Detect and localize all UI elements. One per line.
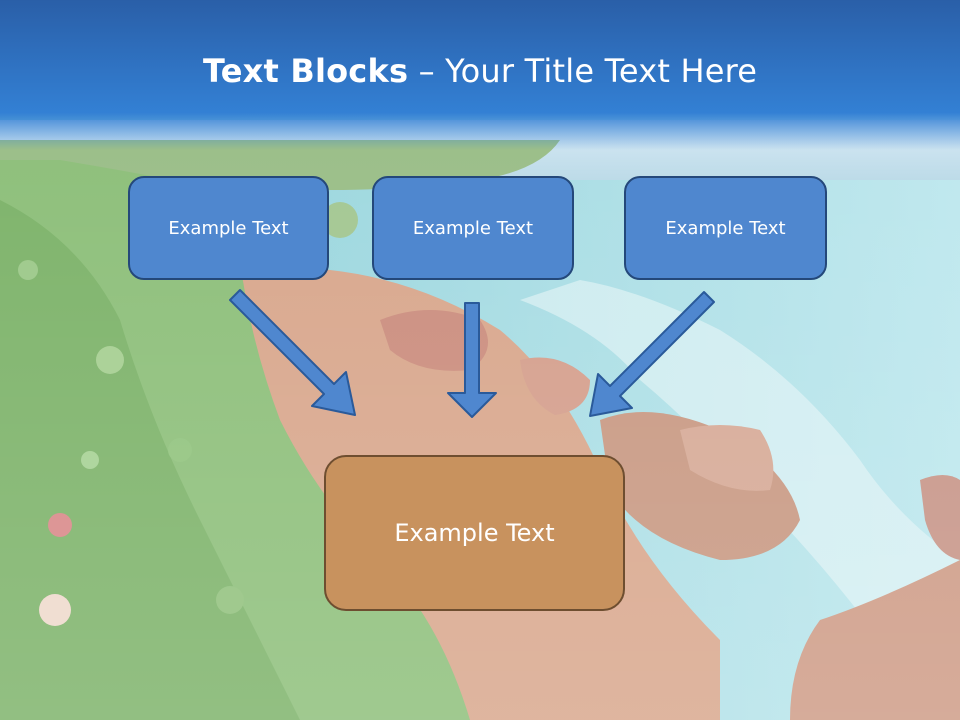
title-bar xyxy=(0,0,960,150)
arrow-down-right xyxy=(229,289,356,416)
text-block-bottom: Example Text xyxy=(324,455,625,611)
arrow-down xyxy=(447,302,497,418)
arrow-down-left xyxy=(589,291,715,417)
slide-title-separator: – xyxy=(408,52,446,90)
text-block-top-right-label: Example Text xyxy=(665,217,786,239)
slide-title-bold: Text Blocks xyxy=(203,52,409,90)
text-block-top-left: Example Text xyxy=(128,176,329,280)
text-block-top-left-label: Example Text xyxy=(168,217,289,239)
text-block-bottom-label: Example Text xyxy=(394,519,555,547)
text-block-top-center: Example Text xyxy=(372,176,574,280)
text-block-top-right: Example Text xyxy=(624,176,827,280)
slide-title-rest: Your Title Text Here xyxy=(445,52,758,90)
text-block-top-center-label: Example Text xyxy=(412,217,534,239)
slide-title: Text Blocks – Your Title Text Here xyxy=(203,52,757,90)
